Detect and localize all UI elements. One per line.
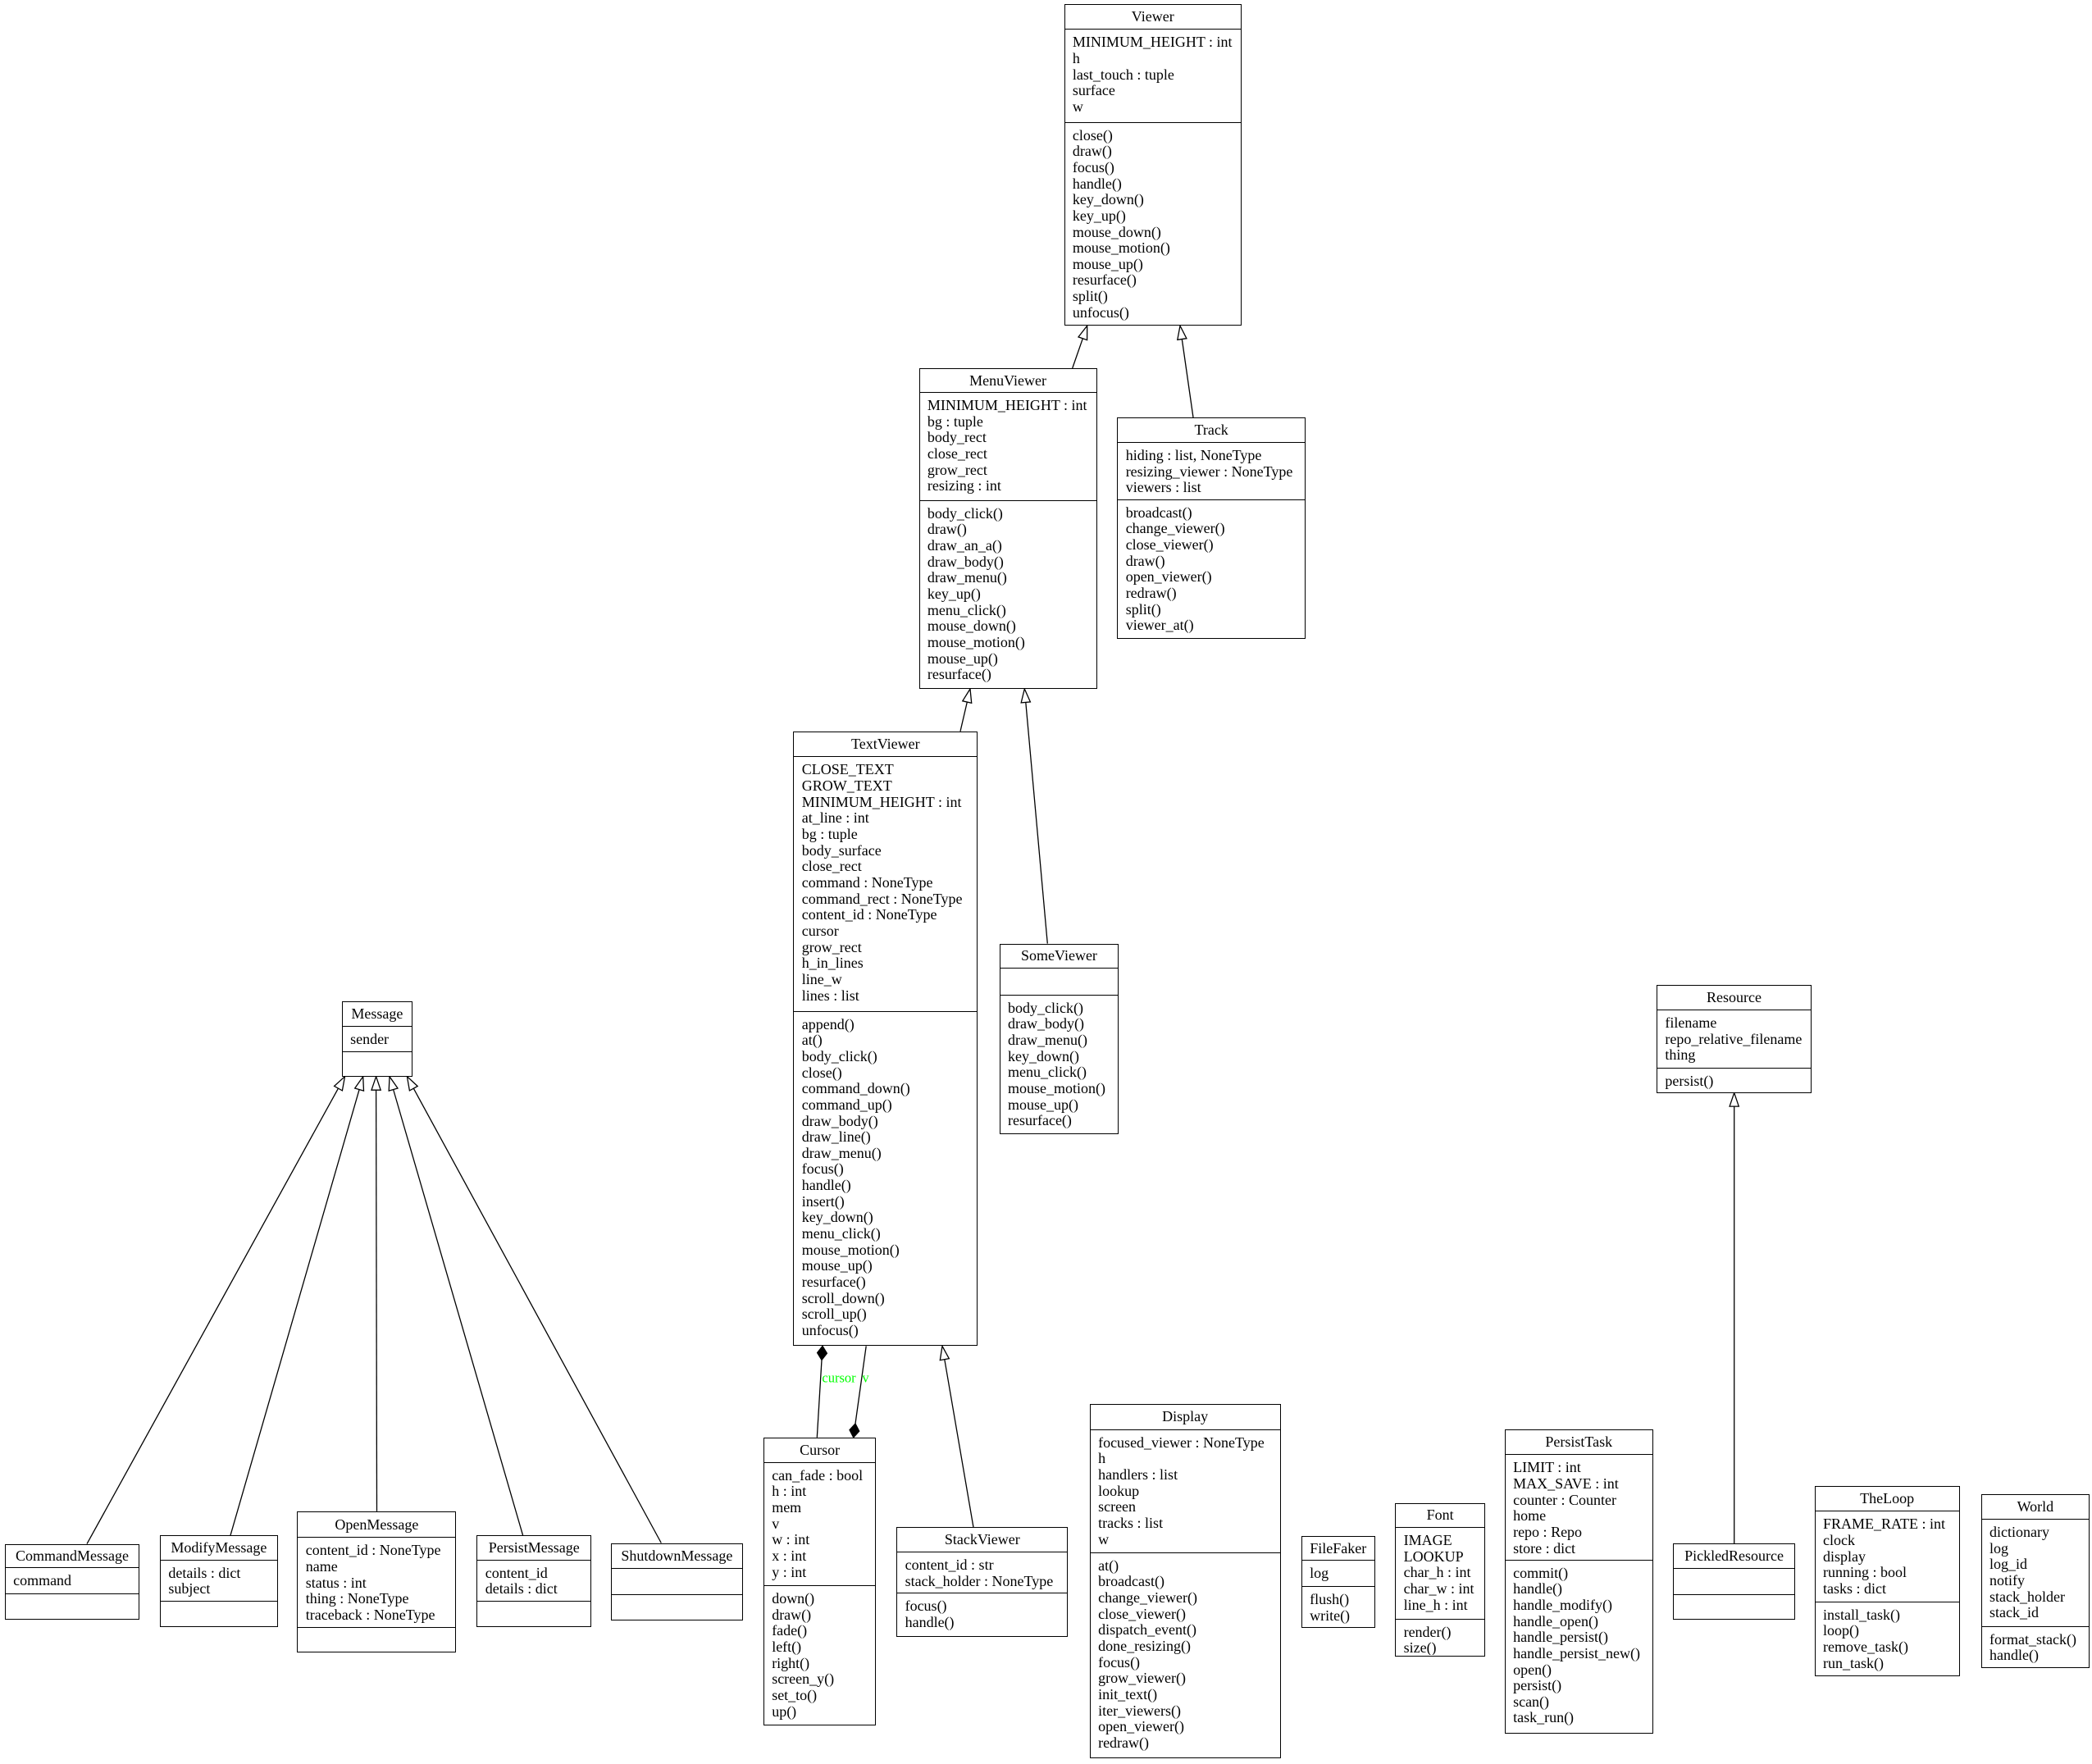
svg-text:cursor: cursor (822, 1370, 856, 1386)
svg-text:v: v (862, 1370, 869, 1386)
